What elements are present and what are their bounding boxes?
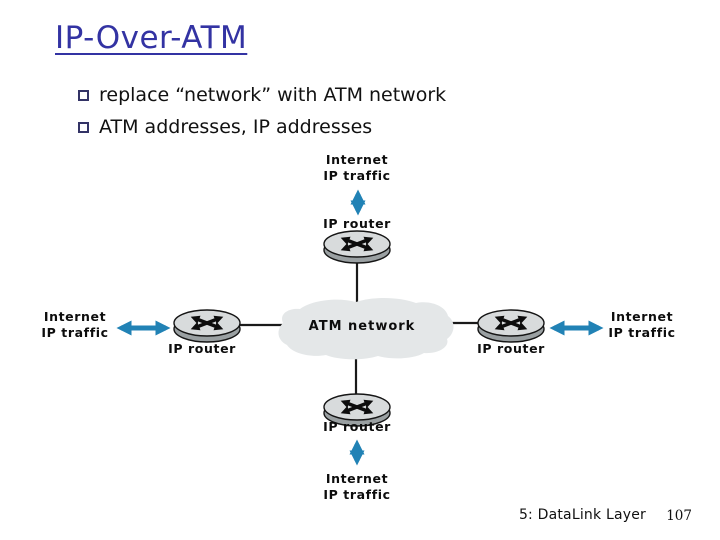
router-x-arrows — [340, 236, 374, 252]
bullet-list: replace “network” with ATM network ATM a… — [78, 84, 446, 148]
router-icon-top — [323, 230, 391, 264]
router-icon-left — [173, 309, 241, 343]
bullet-item: replace “network” with ATM network — [78, 84, 446, 107]
traffic-label-bottom: Internet IP traffic — [323, 471, 390, 502]
router-x-arrows — [340, 399, 374, 415]
router-icon-right — [477, 309, 545, 343]
traffic-label-right: Internet IP traffic — [608, 309, 675, 340]
traffic-label-left: Internet IP traffic — [41, 309, 108, 340]
router-label-bottom: IP router — [323, 419, 391, 434]
traffic-label-line: IP traffic — [323, 167, 391, 183]
bullet-text: ATM addresses, IP addresses — [99, 116, 373, 138]
router-x-arrows — [494, 315, 528, 331]
traffic-label-line: Internet — [325, 471, 389, 486]
router-x-arrows — [190, 315, 224, 331]
traffic-label-top: Internet IP traffic — [323, 152, 390, 183]
router-icon-bottom — [323, 393, 391, 427]
traffic-label-line: IP traffic — [41, 324, 109, 340]
router-label-top: IP router — [323, 216, 391, 231]
atm-cloud-shape — [278, 297, 454, 360]
router-label-right: IP router — [477, 341, 545, 356]
bullet-square-icon — [78, 122, 89, 133]
traffic-label-line: Internet — [325, 152, 389, 167]
traffic-label-line: Internet — [610, 309, 674, 324]
router-label-left: IP router — [168, 341, 236, 356]
footer-page-number: 107 — [666, 508, 692, 524]
footer-section-label: 5: DataLink Layer — [518, 507, 646, 523]
traffic-label-line: Internet — [43, 309, 107, 324]
bullet-square-icon — [78, 90, 89, 101]
bullet-text: replace “network” with ATM network — [99, 84, 447, 106]
bullet-item: ATM addresses, IP addresses — [78, 116, 446, 139]
atm-network-label: ATM network — [308, 319, 416, 334]
page-title: IP-Over-ATM — [55, 20, 248, 56]
traffic-label-line: IP traffic — [608, 324, 676, 340]
traffic-label-line: IP traffic — [323, 486, 391, 502]
